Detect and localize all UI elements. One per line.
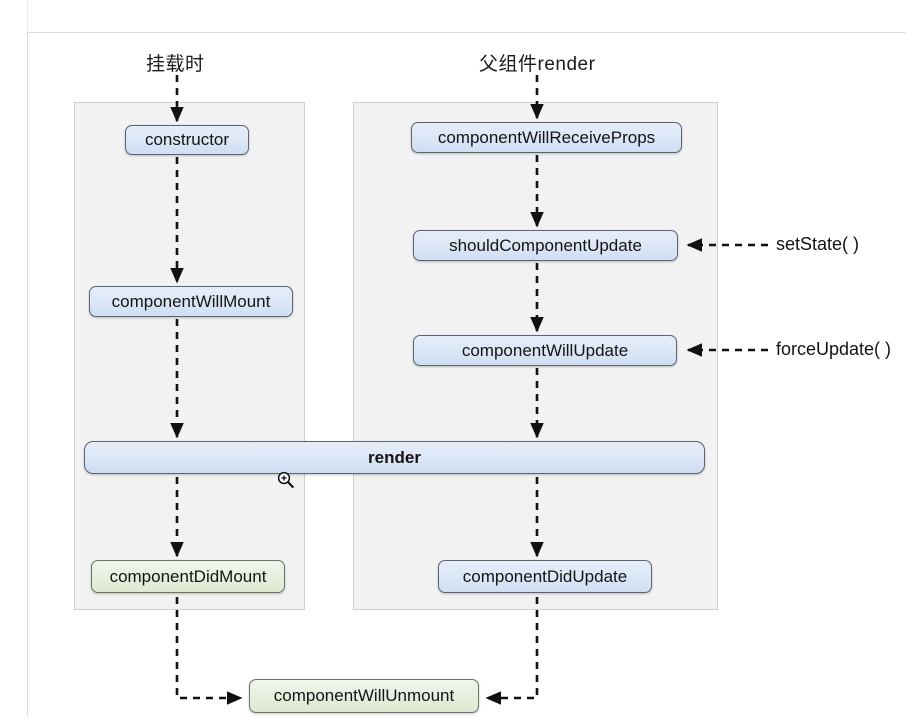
page-top-strip [0,0,906,33]
magnifier-zoom-in-icon [277,471,295,489]
page-left-strip [0,0,28,717]
phase-label-mounting: 挂载时 [146,54,205,75]
node-component-did-update[interactable]: componentDidUpdate [438,560,652,593]
node-component-will-receive-props[interactable]: componentWillReceiveProps [411,122,682,153]
node-component-did-mount[interactable]: componentDidMount [91,560,285,593]
node-component-will-unmount[interactable]: componentWillUnmount [249,679,479,713]
node-component-will-update[interactable]: componentWillUpdate [413,335,677,366]
diagram-canvas: 挂载时 父组件render constructor componentWillM… [27,32,905,717]
node-render[interactable]: render [84,441,705,474]
node-should-component-update[interactable]: shouldComponentUpdate [413,230,678,261]
trigger-label-set-state: setState( ) [776,234,860,254]
node-constructor[interactable]: constructor [125,125,249,155]
trigger-label-force-update: forceUpdate( ) [776,339,892,359]
node-component-will-mount[interactable]: componentWillMount [89,286,293,317]
phase-label-parent-render: 父组件render [479,54,596,75]
group-box-mounting-phase [74,102,305,610]
